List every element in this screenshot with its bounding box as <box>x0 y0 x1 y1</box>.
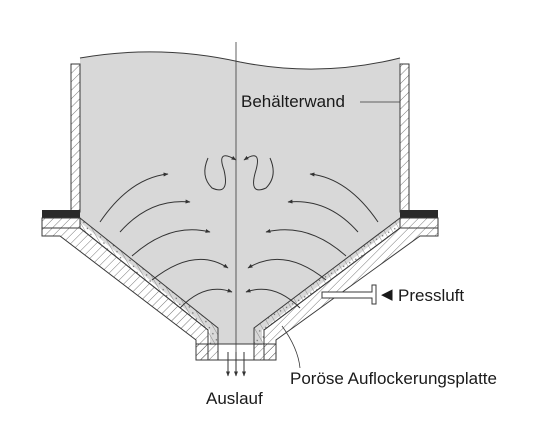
label-outlet: Auslauf <box>206 389 263 408</box>
flow-arrows <box>99 155 379 309</box>
wall-left <box>70 63 81 213</box>
wall-right <box>399 63 410 213</box>
label-compressed-air: Pressluft <box>398 286 465 305</box>
compressed-air-nozzle <box>321 284 377 305</box>
flange-right-bottom <box>399 217 439 229</box>
triangle-left-icon: ◀ <box>381 285 393 303</box>
outlet-arrows <box>226 352 246 377</box>
flange-right-top <box>400 210 438 218</box>
leader-porous-plate <box>281 325 301 369</box>
flange-left-bottom <box>41 217 81 229</box>
label-porous-plate: Poröse Auflockerungsplatte <box>290 369 497 388</box>
bulk-material-fill <box>80 51 400 345</box>
flange-left-top <box>42 210 80 218</box>
material-surface-line <box>79 51 401 70</box>
label-container-wall: Behälterwand <box>239 92 347 111</box>
